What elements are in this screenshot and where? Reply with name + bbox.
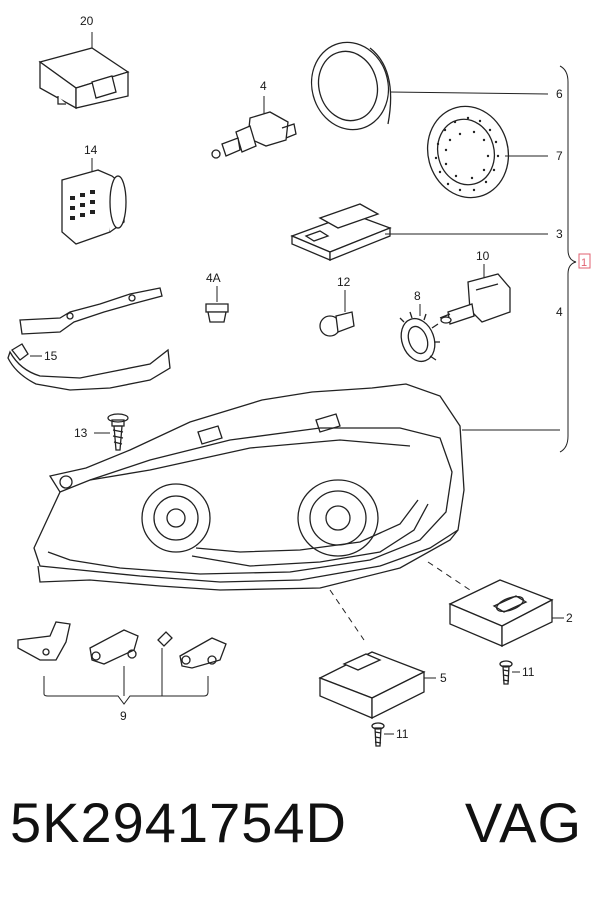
part-20-control-unit bbox=[38, 47, 130, 110]
leader-to-part-2 bbox=[427, 561, 471, 591]
part-9-brackets bbox=[17, 621, 227, 669]
part-8-adjuster-ring bbox=[399, 311, 440, 363]
callout-4-upper: 4 bbox=[260, 79, 267, 93]
group-bracket bbox=[559, 65, 577, 453]
callout-10: 10 bbox=[476, 249, 490, 263]
callout-1-box bbox=[578, 253, 591, 269]
callout-3: 3 bbox=[556, 227, 563, 241]
callout-4-lower: 4 bbox=[556, 305, 563, 319]
callout-1: 1 bbox=[581, 257, 587, 269]
part-12-bulb bbox=[319, 311, 355, 337]
part-2-ballast bbox=[448, 579, 554, 648]
part-14-connector bbox=[61, 169, 127, 245]
callout-7: 7 bbox=[556, 149, 563, 163]
leader-to-part-5 bbox=[329, 589, 365, 641]
callout-4A: 4A bbox=[206, 271, 221, 285]
part-4A-plug bbox=[205, 303, 229, 323]
part-6-seal-ring bbox=[310, 41, 392, 131]
part-number: 5K2941754D bbox=[10, 791, 347, 854]
callout-13: 13 bbox=[74, 426, 88, 440]
callout-20: 20 bbox=[80, 14, 94, 28]
callout-11-right: 11 bbox=[522, 665, 535, 679]
callout-14: 14 bbox=[84, 143, 98, 157]
callout-5: 5 bbox=[440, 671, 447, 685]
callout-11-lower: 11 bbox=[396, 727, 409, 741]
part-13-screw bbox=[107, 413, 129, 451]
callout-15: 15 bbox=[44, 349, 58, 363]
part-10-xenon-bulb bbox=[439, 273, 511, 325]
part-4-bulb-socket bbox=[211, 111, 297, 159]
part-7-perforated-cap bbox=[426, 105, 510, 199]
part-11-screw-b bbox=[371, 722, 385, 747]
callout-8: 8 bbox=[414, 289, 421, 303]
part-11-screw-a bbox=[499, 660, 513, 685]
callout-6: 6 bbox=[556, 87, 563, 101]
callout-12: 12 bbox=[337, 275, 351, 289]
brand-label: VAG bbox=[464, 791, 582, 854]
callout-9: 9 bbox=[120, 709, 127, 723]
part-5-ballast bbox=[318, 651, 426, 720]
callout-2: 2 bbox=[566, 611, 573, 625]
part-15-bracket bbox=[7, 287, 171, 391]
headlight-housing bbox=[33, 383, 465, 591]
part-3-control-module bbox=[290, 203, 392, 261]
